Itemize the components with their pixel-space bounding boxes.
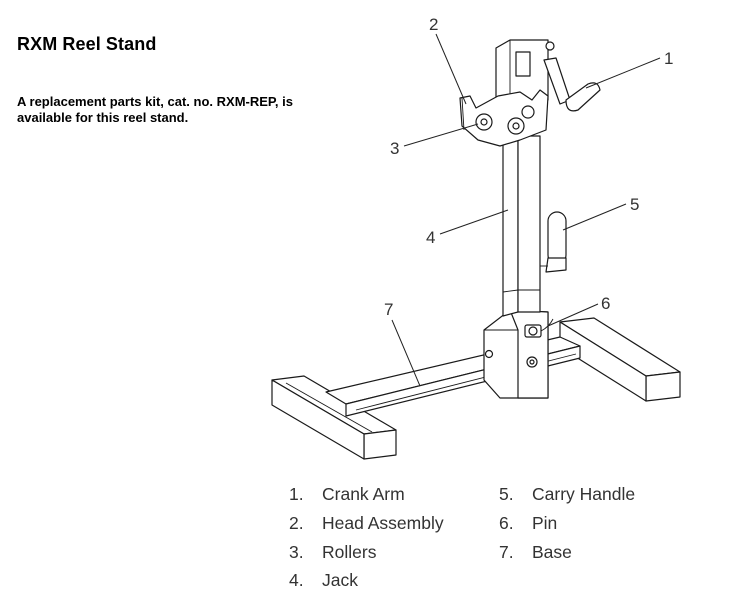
base-left-foot	[271, 375, 397, 460]
legend-number: 3.	[289, 542, 304, 562]
callout-7: 7	[384, 300, 393, 319]
carry-handle	[540, 211, 567, 273]
page-title: RXM Reel Stand	[17, 34, 157, 54]
parts-kit-note: A replacement parts kit, cat. no. RXM-RE…	[17, 94, 293, 125]
legend-number: 4.	[289, 570, 304, 590]
leader-6	[547, 303, 599, 327]
leader-3	[403, 123, 479, 147]
callout-1: 1	[664, 49, 673, 68]
base-right-foot	[559, 317, 681, 402]
legend-label: Rollers	[322, 542, 377, 562]
legend-number: 5.	[499, 484, 514, 504]
callout-2: 2	[429, 15, 438, 34]
legend-item: 5. Carry Handle	[499, 484, 635, 505]
legend-number: 7.	[499, 542, 514, 562]
legend-item: 6. Pin	[499, 513, 557, 534]
legend-label: Carry Handle	[532, 484, 636, 504]
leader-1	[585, 57, 661, 89]
head-assembly	[459, 89, 549, 147]
callout-6: 6	[601, 294, 610, 313]
jack-bracket	[483, 309, 549, 399]
pin	[524, 318, 554, 338]
leader-2	[435, 33, 467, 105]
legend-label: Pin	[532, 513, 558, 533]
leader-7	[391, 319, 421, 387]
rollers	[475, 105, 535, 135]
legend-item: 7. Base	[499, 542, 572, 563]
callout-4: 4	[426, 228, 435, 247]
legend-item: 1. Crank Arm	[289, 484, 405, 505]
legend-number: 1.	[289, 484, 304, 504]
legend-number: 2.	[289, 513, 304, 533]
leader-5	[562, 203, 627, 231]
jack-column	[502, 135, 541, 317]
legend-label: Base	[532, 542, 572, 562]
legend-label: Head Assembly	[322, 513, 444, 533]
leader-4	[439, 209, 509, 235]
legend-item: 2. Head Assembly	[289, 513, 444, 534]
legend-number: 6.	[499, 513, 514, 533]
legend-item: 3. Rollers	[289, 542, 376, 563]
legend-label: Jack	[322, 570, 358, 590]
legend-label: Crank Arm	[322, 484, 405, 504]
legend-item: 4. Jack	[289, 570, 358, 591]
crank-arm	[543, 57, 601, 112]
callout-5: 5	[630, 195, 639, 214]
callout-3: 3	[390, 139, 399, 158]
